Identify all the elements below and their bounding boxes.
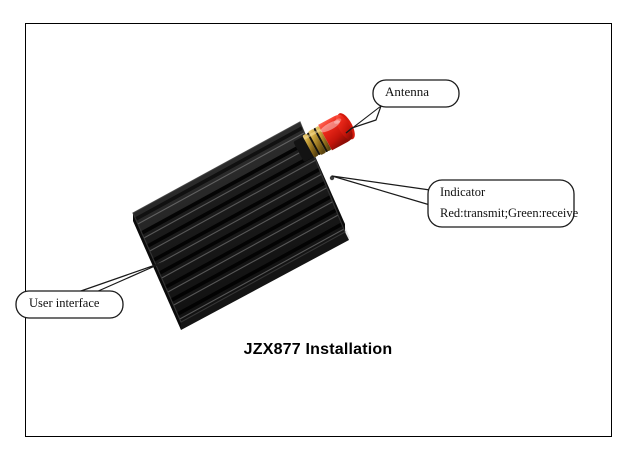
callout-label-indicator-title: Indicator bbox=[440, 185, 486, 199]
callout-label-user-interface: User interface bbox=[29, 296, 100, 310]
figure-border bbox=[25, 23, 612, 437]
callout-indicator-shape bbox=[331, 175, 575, 228]
callout-userinterface-shape bbox=[15, 261, 165, 319]
callout-antenna-shape bbox=[345, 79, 460, 134]
callout-label-antenna: Antenna bbox=[385, 84, 430, 99]
figure-caption: JZX877 Installation bbox=[243, 341, 393, 358]
callout-label-indicator-detail: Red:transmit;Green:receive bbox=[440, 206, 579, 220]
